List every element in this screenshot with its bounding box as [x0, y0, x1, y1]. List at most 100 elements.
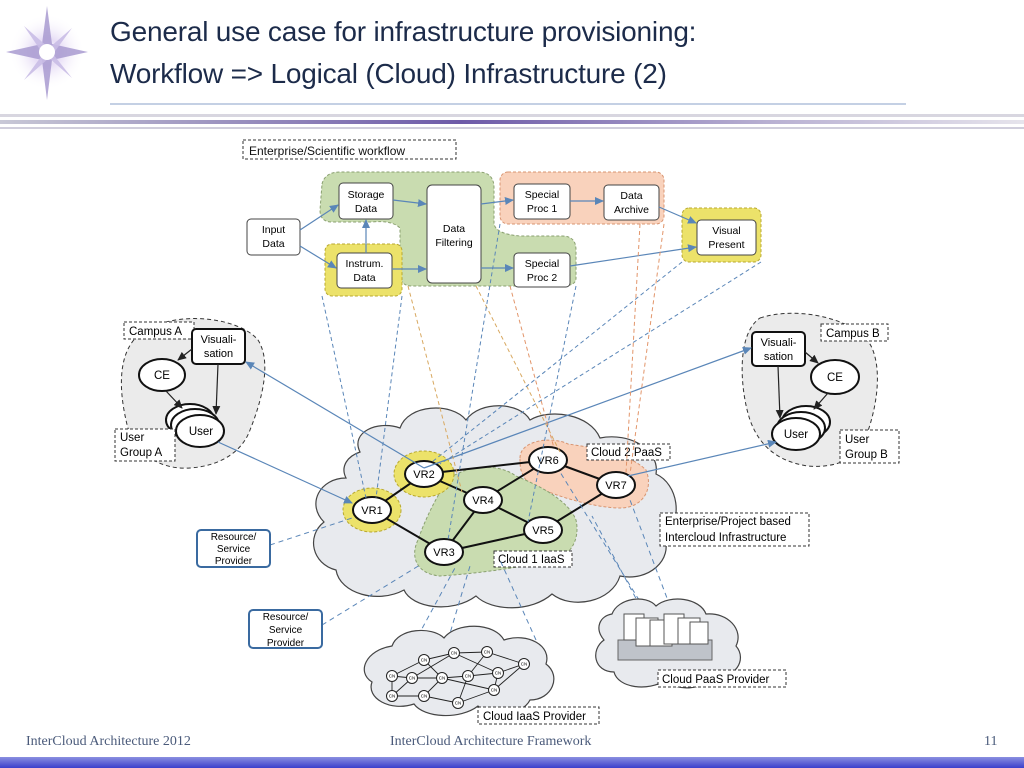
compute-node-9: [492, 667, 504, 679]
data-filtering-node: Data Filtering: [426, 184, 482, 284]
compute-node-11: [418, 690, 430, 702]
user-group-a-label-1: User: [120, 432, 144, 444]
slide-title-line-2: Workflow => Logical (Cloud) Infrastructu…: [110, 58, 667, 89]
iaas-provider-cloud: [363, 625, 555, 717]
user-group-b-label-box: [839, 429, 900, 464]
resource-provider-1: Resource/ Service Provider: [196, 529, 271, 568]
campus-a-ce-node: CE: [138, 358, 186, 392]
compute-node-label: CN: [465, 674, 472, 679]
resource-provider-2: Resource/ Service Provider: [248, 609, 323, 649]
svg-text:Present: Present: [708, 239, 744, 251]
svg-text:Resource/: Resource/: [263, 612, 309, 623]
svg-text:Data: Data: [262, 238, 284, 250]
svg-text:Visual: Visual: [712, 225, 740, 237]
campus-a-label: Campus A: [129, 326, 182, 338]
cloud2-label: Cloud 2 PaaS: [591, 447, 662, 459]
svg-text:sation: sation: [764, 351, 793, 363]
svg-text:Service: Service: [269, 625, 303, 636]
svg-text:sation: sation: [204, 348, 233, 360]
provider-lines: [269, 471, 671, 641]
compute-node-label: CN: [451, 651, 458, 656]
svg-text:Data: Data: [443, 223, 465, 235]
svg-text:Proc 1: Proc 1: [527, 203, 558, 215]
compute-node-8: [462, 670, 474, 682]
iaas-provider-label: Cloud IaaS Provider: [483, 711, 586, 723]
compute-node-label: CN: [455, 701, 462, 706]
user-group-a-label-box: [114, 428, 176, 462]
svg-text:Visuali-: Visuali-: [201, 334, 237, 346]
mapping-lines: [321, 223, 762, 541]
svg-text:Provider: Provider: [267, 638, 305, 649]
svg-text:Data: Data: [353, 272, 375, 284]
svg-text:Resource/: Resource/: [211, 532, 257, 543]
campus-b-ce-node: CE: [810, 359, 860, 395]
footer-page-number: 11: [984, 734, 998, 749]
router-vr3: VR3: [424, 538, 464, 566]
visual-present-node: Visual Present: [696, 219, 757, 256]
router-vr5: VR5: [523, 516, 563, 544]
storage-data-node: Storage Data: [338, 182, 394, 220]
campus-b-label: Campus B: [826, 328, 880, 340]
compute-node-label: CN: [421, 694, 428, 699]
workflow-arrows: [299, 197, 697, 273]
input-data-node: Input Data: [246, 218, 301, 256]
instrum-data-node: Instrum. Data: [336, 252, 393, 289]
svg-text:Service: Service: [217, 544, 251, 555]
paas-provider-label: Cloud PaaS Provider: [662, 674, 770, 686]
enterprise-label-1: Enterprise/Project based: [665, 516, 791, 528]
compute-node-12: [452, 697, 464, 709]
user-group-b-label-1: User: [845, 434, 869, 446]
compute-node-label: CN: [389, 674, 396, 679]
compute-node-4: [481, 646, 493, 658]
compute-node-label: CN: [491, 688, 498, 693]
iaas-label-box: [477, 706, 600, 725]
cloud1-label-box: [493, 550, 573, 568]
svg-text:VR3: VR3: [433, 547, 454, 559]
svg-text:Provider: Provider: [215, 556, 253, 567]
cloud2-label-box: [586, 443, 671, 461]
svg-text:Instrum.: Instrum.: [346, 258, 384, 270]
enterprise-label-box: [659, 512, 810, 547]
svg-text:VR1: VR1: [361, 505, 382, 517]
compute-node-10: [386, 690, 398, 702]
svg-text:Archive: Archive: [614, 204, 649, 216]
campus-b-user-group-node: User: [771, 405, 831, 451]
data-archive-node: Data Archive: [603, 184, 660, 221]
compute-node-5: [518, 658, 530, 670]
header-band: [0, 114, 1024, 129]
footer-center: InterCloud Architecture Framework: [390, 734, 592, 749]
campus-b-arrows: [775, 351, 829, 419]
svg-text:Visuali-: Visuali-: [761, 337, 797, 349]
svg-text:Input: Input: [262, 224, 285, 236]
svg-text:User: User: [784, 429, 808, 441]
svg-text:VR6: VR6: [537, 455, 558, 467]
router-vr4: VR4: [463, 486, 503, 514]
compute-node-label: CN: [389, 694, 396, 699]
campus-b-label-box: [820, 323, 889, 342]
workflow-label-box: [242, 139, 457, 160]
campus-a-label-box: [123, 321, 195, 340]
paas-label-box: [657, 669, 787, 688]
router-vr7: VR7: [596, 471, 636, 499]
svg-text:VR2: VR2: [413, 469, 434, 481]
compute-node-7: [436, 672, 448, 684]
workflow-label: Enterprise/Scientific workflow: [249, 144, 405, 158]
svg-text:Data: Data: [355, 203, 377, 215]
compute-node-13: [488, 684, 500, 696]
cloud1-label: Cloud 1 IaaS: [498, 554, 565, 566]
svg-text:Special: Special: [525, 258, 559, 270]
compute-node-label: CN: [521, 662, 528, 667]
svg-text:Storage: Storage: [348, 189, 385, 201]
svg-text:CE: CE: [154, 370, 170, 382]
router-vr1: VR1: [352, 496, 392, 524]
campus-a-visualisation-node: Visuali- sation: [191, 328, 246, 365]
campus-a-arrows: [165, 348, 221, 415]
svg-text:VR4: VR4: [472, 495, 493, 507]
compute-node-3: [448, 647, 460, 659]
compute-node-label: CN: [495, 671, 502, 676]
footer-band: [0, 757, 1024, 768]
svg-text:Filtering: Filtering: [435, 237, 473, 249]
compute-node-2: [418, 654, 430, 666]
